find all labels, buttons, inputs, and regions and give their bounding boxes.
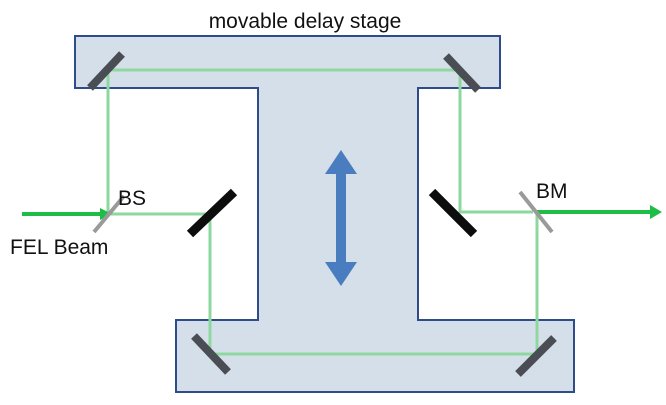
output-beam-arrowhead	[650, 205, 662, 219]
input-beam-label: FEL Beam	[10, 236, 108, 259]
beam-merger-label: BM	[536, 180, 568, 203]
input-beam-arrowhead	[100, 208, 112, 220]
stage-mirror-top-left	[87, 51, 125, 91]
delay-stage-body	[74, 35, 575, 393]
beam-merger	[518, 190, 554, 234]
stage-mirror-top-right	[443, 53, 481, 93]
stage-mirror-bottom-left	[191, 333, 231, 375]
fixed-mirror-right	[428, 188, 478, 238]
stage-label: movable delay stage	[209, 10, 402, 33]
stage-mirror-bottom-right	[515, 335, 557, 377]
stage-motion-arrow-icon	[325, 150, 357, 286]
beam-splitter	[92, 194, 126, 234]
beam-splitter-label: BS	[118, 187, 146, 210]
fixed-mirror-left	[186, 188, 238, 238]
